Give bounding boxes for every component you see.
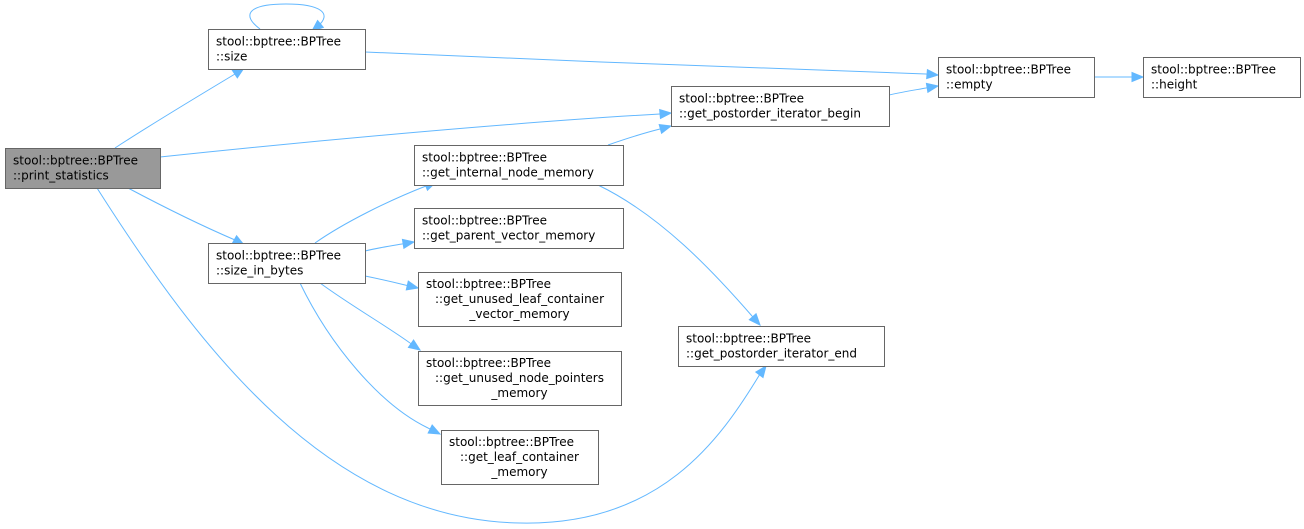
- edge-size-to-empty: [364, 51, 940, 80]
- edge-print_statistics-to-get_postorder_iterator_begin: [159, 108, 673, 158]
- function-nodes: stool::bptree::BPTree::print_statisticss…: [5, 29, 1301, 485]
- edge-line: [159, 113, 661, 158]
- edge-line: [319, 282, 411, 344]
- node-function-label: ::get_unused_leaf_container: [435, 292, 604, 306]
- edge-line: [249, 3, 325, 30]
- arrowhead: [1131, 71, 1145, 83]
- node-empty[interactable]: stool::bptree::BPTree::empty: [938, 57, 1095, 98]
- node-function-label: ::get_parent_vector_memory: [422, 229, 595, 243]
- edge-line: [114, 73, 236, 149]
- node-class-label: stool::bptree::BPTree: [1151, 63, 1276, 77]
- node-get-unused-leaf-container-vector-memory[interactable]: stool::bptree::BPTree::get_unused_leaf_c…: [418, 272, 622, 327]
- node-function-label: ::size: [216, 50, 247, 64]
- node-get-postorder-iterator-begin[interactable]: stool::bptree::BPTree::get_postorder_ite…: [671, 86, 890, 127]
- edge-print_statistics-to-get_postorder_iterator_end: [96, 187, 767, 524]
- node-box: [938, 57, 1095, 98]
- edge-line: [597, 184, 753, 317]
- edge-empty-to-height: [1094, 71, 1145, 83]
- node-size[interactable]: stool::bptree::BPTree::size: [208, 29, 366, 70]
- node-box: [414, 208, 624, 249]
- edge-line: [364, 51, 927, 75]
- node-box: [208, 29, 366, 70]
- node-function-label: ::size_in_bytes: [216, 264, 303, 278]
- arrowhead: [407, 339, 422, 351]
- node-class-label: stool::bptree::BPTree: [426, 277, 551, 291]
- node-print-statistics[interactable]: stool::bptree::BPTree::print_statistics: [5, 148, 161, 189]
- edge-get_internal_node_memory-to-get_postorder_iterator_begin: [607, 123, 673, 146]
- node-class-label: stool::bptree::BPTree: [686, 332, 811, 346]
- node-class-label: stool::bptree::BPTree: [13, 154, 138, 168]
- node-class-label: stool::bptree::BPTree: [216, 35, 341, 49]
- node-size-in-bytes[interactable]: stool::bptree::BPTree::size_in_bytes: [208, 243, 366, 284]
- node-box: [414, 145, 624, 186]
- node-box: [418, 272, 622, 327]
- node-function-label: ::get_leaf_container: [460, 450, 579, 464]
- edge-size_in_bytes-to-get_unused_leaf_container_vector_memory: [364, 275, 420, 291]
- node-get-unused-node-pointers-memory[interactable]: stool::bptree::BPTree::get_unused_node_p…: [418, 351, 622, 406]
- node-function-label: _memory: [490, 465, 547, 479]
- node-function-label: ::get_postorder_iterator_end: [686, 347, 857, 361]
- node-box: [678, 326, 885, 367]
- arrowhead: [925, 82, 940, 94]
- node-get-postorder-iterator-end[interactable]: stool::bptree::BPTree::get_postorder_ite…: [678, 326, 885, 367]
- node-get-internal-node-memory[interactable]: stool::bptree::BPTree::get_internal_node…: [414, 145, 624, 186]
- edge-size_in_bytes-to-get_leaf_container_memory: [299, 282, 442, 435]
- edge-line: [314, 185, 427, 244]
- arrowhead: [427, 424, 442, 435]
- arrowhead: [658, 123, 673, 135]
- arrowhead: [659, 108, 673, 120]
- node-class-label: stool::bptree::BPTree: [679, 92, 804, 106]
- edge-size-to-size: [249, 3, 325, 32]
- node-function-label: ::get_unused_node_pointers: [435, 371, 604, 385]
- edge-get_postorder_iterator_begin-to-empty: [888, 82, 940, 96]
- call-edges: [96, 3, 1145, 524]
- node-height[interactable]: stool::bptree::BPTree::height: [1143, 57, 1301, 98]
- node-box: [5, 148, 161, 189]
- edge-line: [96, 187, 761, 524]
- node-class-label: stool::bptree::BPTree: [422, 214, 547, 228]
- node-class-label: stool::bptree::BPTree: [449, 435, 574, 449]
- arrowhead: [926, 68, 940, 80]
- node-function-label: ::print_statistics: [13, 169, 109, 183]
- arrowhead: [748, 312, 761, 326]
- arrowhead: [405, 280, 420, 291]
- node-class-label: stool::bptree::BPTree: [946, 63, 1071, 77]
- arrowhead: [401, 238, 416, 250]
- node-box: [208, 243, 366, 284]
- node-class-label: stool::bptree::BPTree: [422, 151, 547, 165]
- node-function-label: ::height: [1151, 78, 1198, 92]
- edge-print_statistics-to-size_in_bytes: [127, 187, 246, 246]
- node-class-label: stool::bptree::BPTree: [216, 249, 341, 263]
- edge-line: [888, 87, 927, 96]
- node-box: [441, 430, 599, 485]
- node-get-parent-vector-memory[interactable]: stool::bptree::BPTree::get_parent_vector…: [414, 208, 624, 249]
- node-function-label: _memory: [490, 386, 547, 400]
- edge-line: [127, 187, 236, 241]
- edge-line: [299, 282, 429, 429]
- node-function-label: ::empty: [946, 78, 993, 92]
- edge-line: [607, 128, 661, 146]
- edge-size_in_bytes-to-get_unused_node_pointers_memory: [319, 282, 422, 351]
- node-class-label: stool::bptree::BPTree: [426, 356, 551, 370]
- edge-size_in_bytes-to-get_parent_vector_memory: [364, 238, 416, 252]
- arrowhead: [754, 364, 767, 379]
- edge-get_internal_node_memory-to-get_postorder_iterator_end: [597, 184, 761, 326]
- node-function-label: _vector_memory: [468, 307, 569, 321]
- node-box: [418, 351, 622, 406]
- node-get-leaf-container-memory[interactable]: stool::bptree::BPTree::get_leaf_containe…: [441, 430, 599, 485]
- node-function-label: ::get_postorder_iterator_begin: [679, 107, 861, 121]
- node-box: [1143, 57, 1301, 98]
- edge-print_statistics-to-size: [114, 67, 246, 149]
- node-function-label: ::get_internal_node_memory: [422, 166, 594, 180]
- node-box: [671, 86, 890, 127]
- edge-line: [364, 275, 406, 286]
- edge-line: [364, 243, 403, 252]
